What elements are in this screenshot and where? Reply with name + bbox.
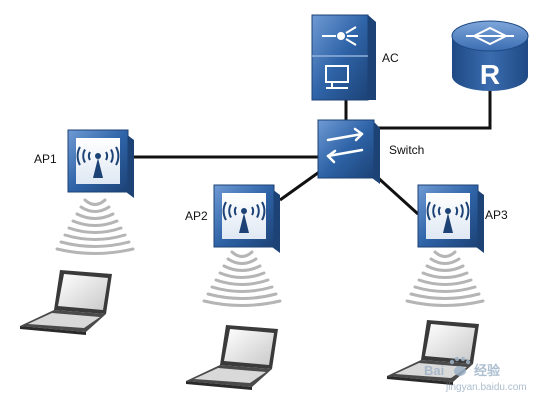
link-switch-ap3 <box>374 174 420 216</box>
link-switch-router <box>378 88 492 130</box>
router-icon <box>452 36 528 91</box>
wifi-signals <box>55 198 485 307</box>
ap1-label: AP1 <box>34 152 57 166</box>
ap1-device <box>67 129 134 198</box>
paw-icon <box>449 356 471 376</box>
ac-label: AC <box>382 51 399 65</box>
watermark-sub: 经验 <box>474 363 501 378</box>
router-label: R <box>480 59 500 90</box>
watermark: Bai 经验 jingyan.baidu.com <box>424 356 527 393</box>
watermark-url: jingyan.baidu.com <box>445 382 527 393</box>
ap2-label: AP2 <box>185 209 208 223</box>
laptop-icon <box>20 270 112 335</box>
laptop-icon <box>186 325 278 390</box>
wifi-signal-icon <box>202 250 282 307</box>
wireless-controller-icon <box>311 14 369 101</box>
router-device: R <box>451 20 529 91</box>
laptops <box>20 270 479 390</box>
wifi-signal-icon <box>55 198 135 255</box>
ap3-label: AP3 <box>485 208 508 222</box>
laptop-icon <box>387 320 479 385</box>
switch-icon <box>317 119 375 179</box>
ap3-device <box>417 184 484 253</box>
switch-label: Switch <box>389 143 424 157</box>
access-points <box>67 129 484 253</box>
switch-device: Switch <box>317 119 424 184</box>
ac-device: AC <box>311 14 399 101</box>
ap2-device <box>213 184 280 253</box>
links <box>128 88 492 216</box>
watermark-text: Bai <box>424 363 444 378</box>
wifi-signal-icon <box>405 250 485 307</box>
link-switch-ap2 <box>279 168 323 202</box>
